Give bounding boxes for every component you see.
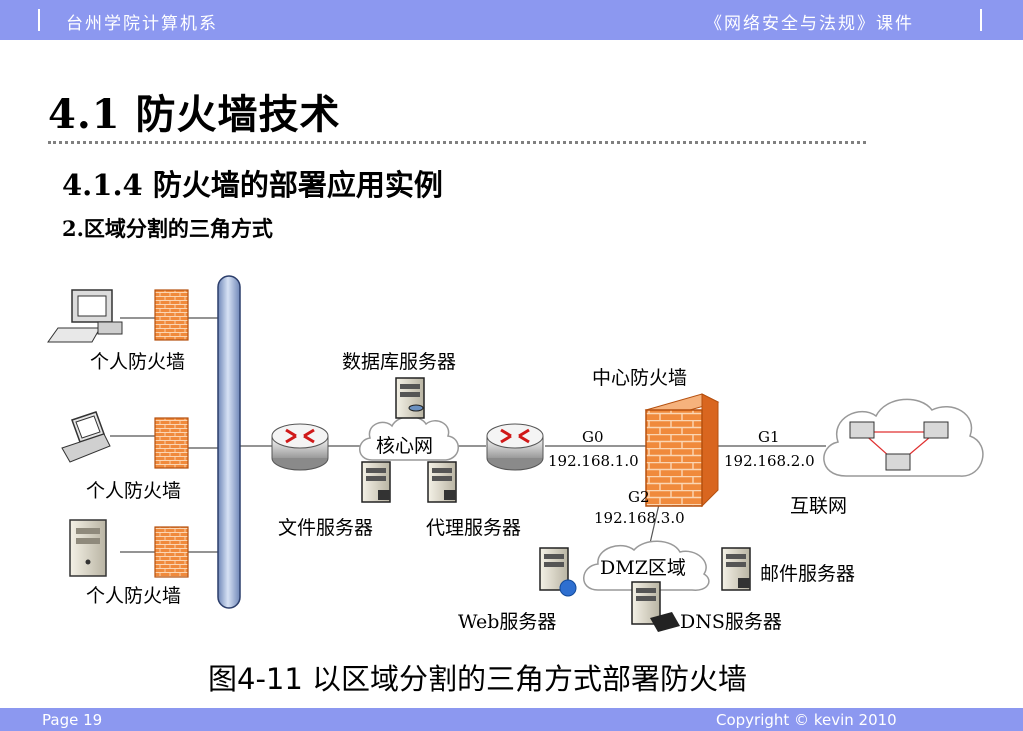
- file-server-icon: [361, 461, 391, 503]
- web-server-label: Web服务器: [458, 611, 556, 633]
- header-left-text: 台州学院计算机系: [66, 14, 218, 34]
- g1-ip-label: 192.168.2.0: [724, 452, 815, 470]
- page-number: Page 19: [42, 711, 103, 729]
- dns-server-icon: [631, 581, 680, 632]
- tower-server-icon: [69, 519, 107, 577]
- proxy-server-label: 代理服务器: [426, 517, 521, 539]
- internet-label: 互联网: [790, 495, 847, 517]
- g2-label: G2: [628, 488, 650, 506]
- figure-caption: 图4-11 以区域分割的三角方式部署防火墙: [208, 662, 748, 696]
- slide-subtitle: 4.1.4 防火墙的部署应用实例: [62, 168, 443, 202]
- file-server-label: 文件服务器: [278, 517, 373, 539]
- database-server-label: 数据库服务器: [342, 351, 456, 373]
- header-right-text: 《网络安全与法规》课件: [705, 14, 914, 34]
- personal-firewall-label: 个人防火墙: [86, 480, 181, 502]
- personal-firewall-icon: [154, 526, 189, 578]
- web-server-icon: [539, 547, 577, 597]
- header-bar: 台州学院计算机系 《网络安全与法规》课件: [0, 0, 1023, 40]
- mail-server-icon: [721, 547, 751, 591]
- section-heading: 2.区域分割的三角方式: [62, 216, 273, 241]
- central-firewall-label: 中心防火墙: [592, 367, 687, 389]
- g0-ip-label: 192.168.1.0: [548, 452, 639, 470]
- slide-title: 4.1 防火墙技术: [48, 91, 341, 138]
- personal-firewall-label: 个人防火墙: [86, 585, 181, 607]
- central-firewall-icon: [644, 393, 720, 508]
- router-icon: [271, 423, 329, 471]
- g2-ip-label: 192.168.3.0: [594, 509, 685, 527]
- personal-firewall-label: 个人防火墙: [90, 351, 185, 373]
- personal-firewall-icon: [154, 417, 189, 469]
- footer-bar: Page 19 Copyright © kevin 2010: [0, 708, 1023, 731]
- proxy-server-icon: [427, 461, 457, 503]
- dmz-cloud-icon: [583, 540, 710, 591]
- network-bus: [217, 275, 241, 609]
- connection-lines: [110, 317, 826, 553]
- copyright-text: Copyright © kevin 2010: [716, 711, 897, 729]
- header-separator-left: [38, 9, 40, 31]
- laptop-icon: [61, 411, 111, 463]
- mail-server-label: 邮件服务器: [760, 563, 855, 585]
- g1-label: G1: [758, 428, 780, 446]
- database-server-icon: [395, 377, 425, 419]
- core-network-label: 核心网: [376, 435, 433, 457]
- personal-firewall-icon: [154, 289, 189, 341]
- desktop-computer-icon: [47, 289, 123, 343]
- internet-cloud-icon: [823, 398, 984, 477]
- g0-label: G0: [582, 428, 604, 446]
- dmz-label: DMZ区域: [600, 557, 686, 579]
- title-divider: [48, 141, 866, 144]
- router-icon: [486, 423, 544, 471]
- dns-server-label: DNS服务器: [680, 611, 782, 633]
- header-separator-right: [980, 9, 982, 31]
